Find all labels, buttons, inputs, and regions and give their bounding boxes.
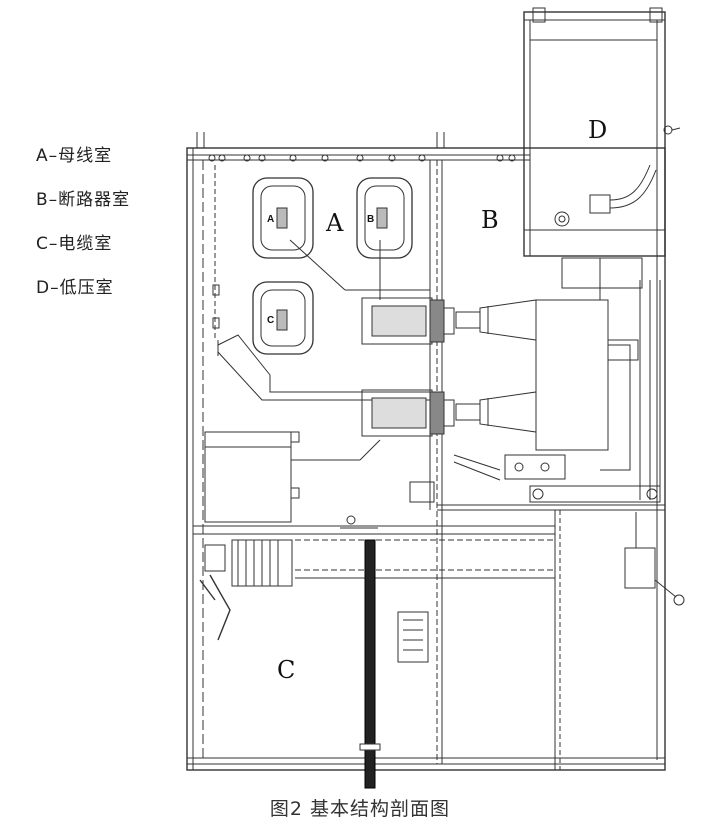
zone-label-c: C xyxy=(277,656,295,684)
terminal-block xyxy=(397,611,429,663)
busbar-bushings xyxy=(252,177,413,355)
legend-item-cable-room: C–电缆室 xyxy=(36,234,113,254)
breaker-truck xyxy=(453,257,661,503)
upper-contact-arm xyxy=(361,297,537,345)
legend-item-busbar-room: A–母线室 xyxy=(36,146,113,166)
bushing-label-a: A xyxy=(267,214,274,225)
legend-item-lv-room: D–低压室 xyxy=(36,278,114,298)
legend-item-breaker-room: B–断路器室 xyxy=(36,190,131,210)
bushing-label-b: B xyxy=(367,214,374,225)
legend: A–母线室 B–断路器室 C–电缆室 D–低压室 xyxy=(36,134,130,310)
right-mechanism xyxy=(624,256,685,760)
cabinet-outline xyxy=(186,132,666,771)
lower-contact-arm xyxy=(361,389,537,437)
bushing-label-c: C xyxy=(267,315,274,326)
current-transformer xyxy=(204,431,435,523)
zone-label-b: B xyxy=(481,206,499,234)
cable-room-rails xyxy=(193,525,555,579)
cable xyxy=(340,515,381,789)
switchgear-cross-section: A B C xyxy=(186,7,685,789)
lv-compartment xyxy=(523,7,681,257)
zone-label-d: D xyxy=(588,116,607,144)
earthing-switch xyxy=(199,539,293,641)
zone-label-a: A xyxy=(325,209,344,237)
figure-caption: 图2 基本结构剖面图 xyxy=(269,798,451,820)
